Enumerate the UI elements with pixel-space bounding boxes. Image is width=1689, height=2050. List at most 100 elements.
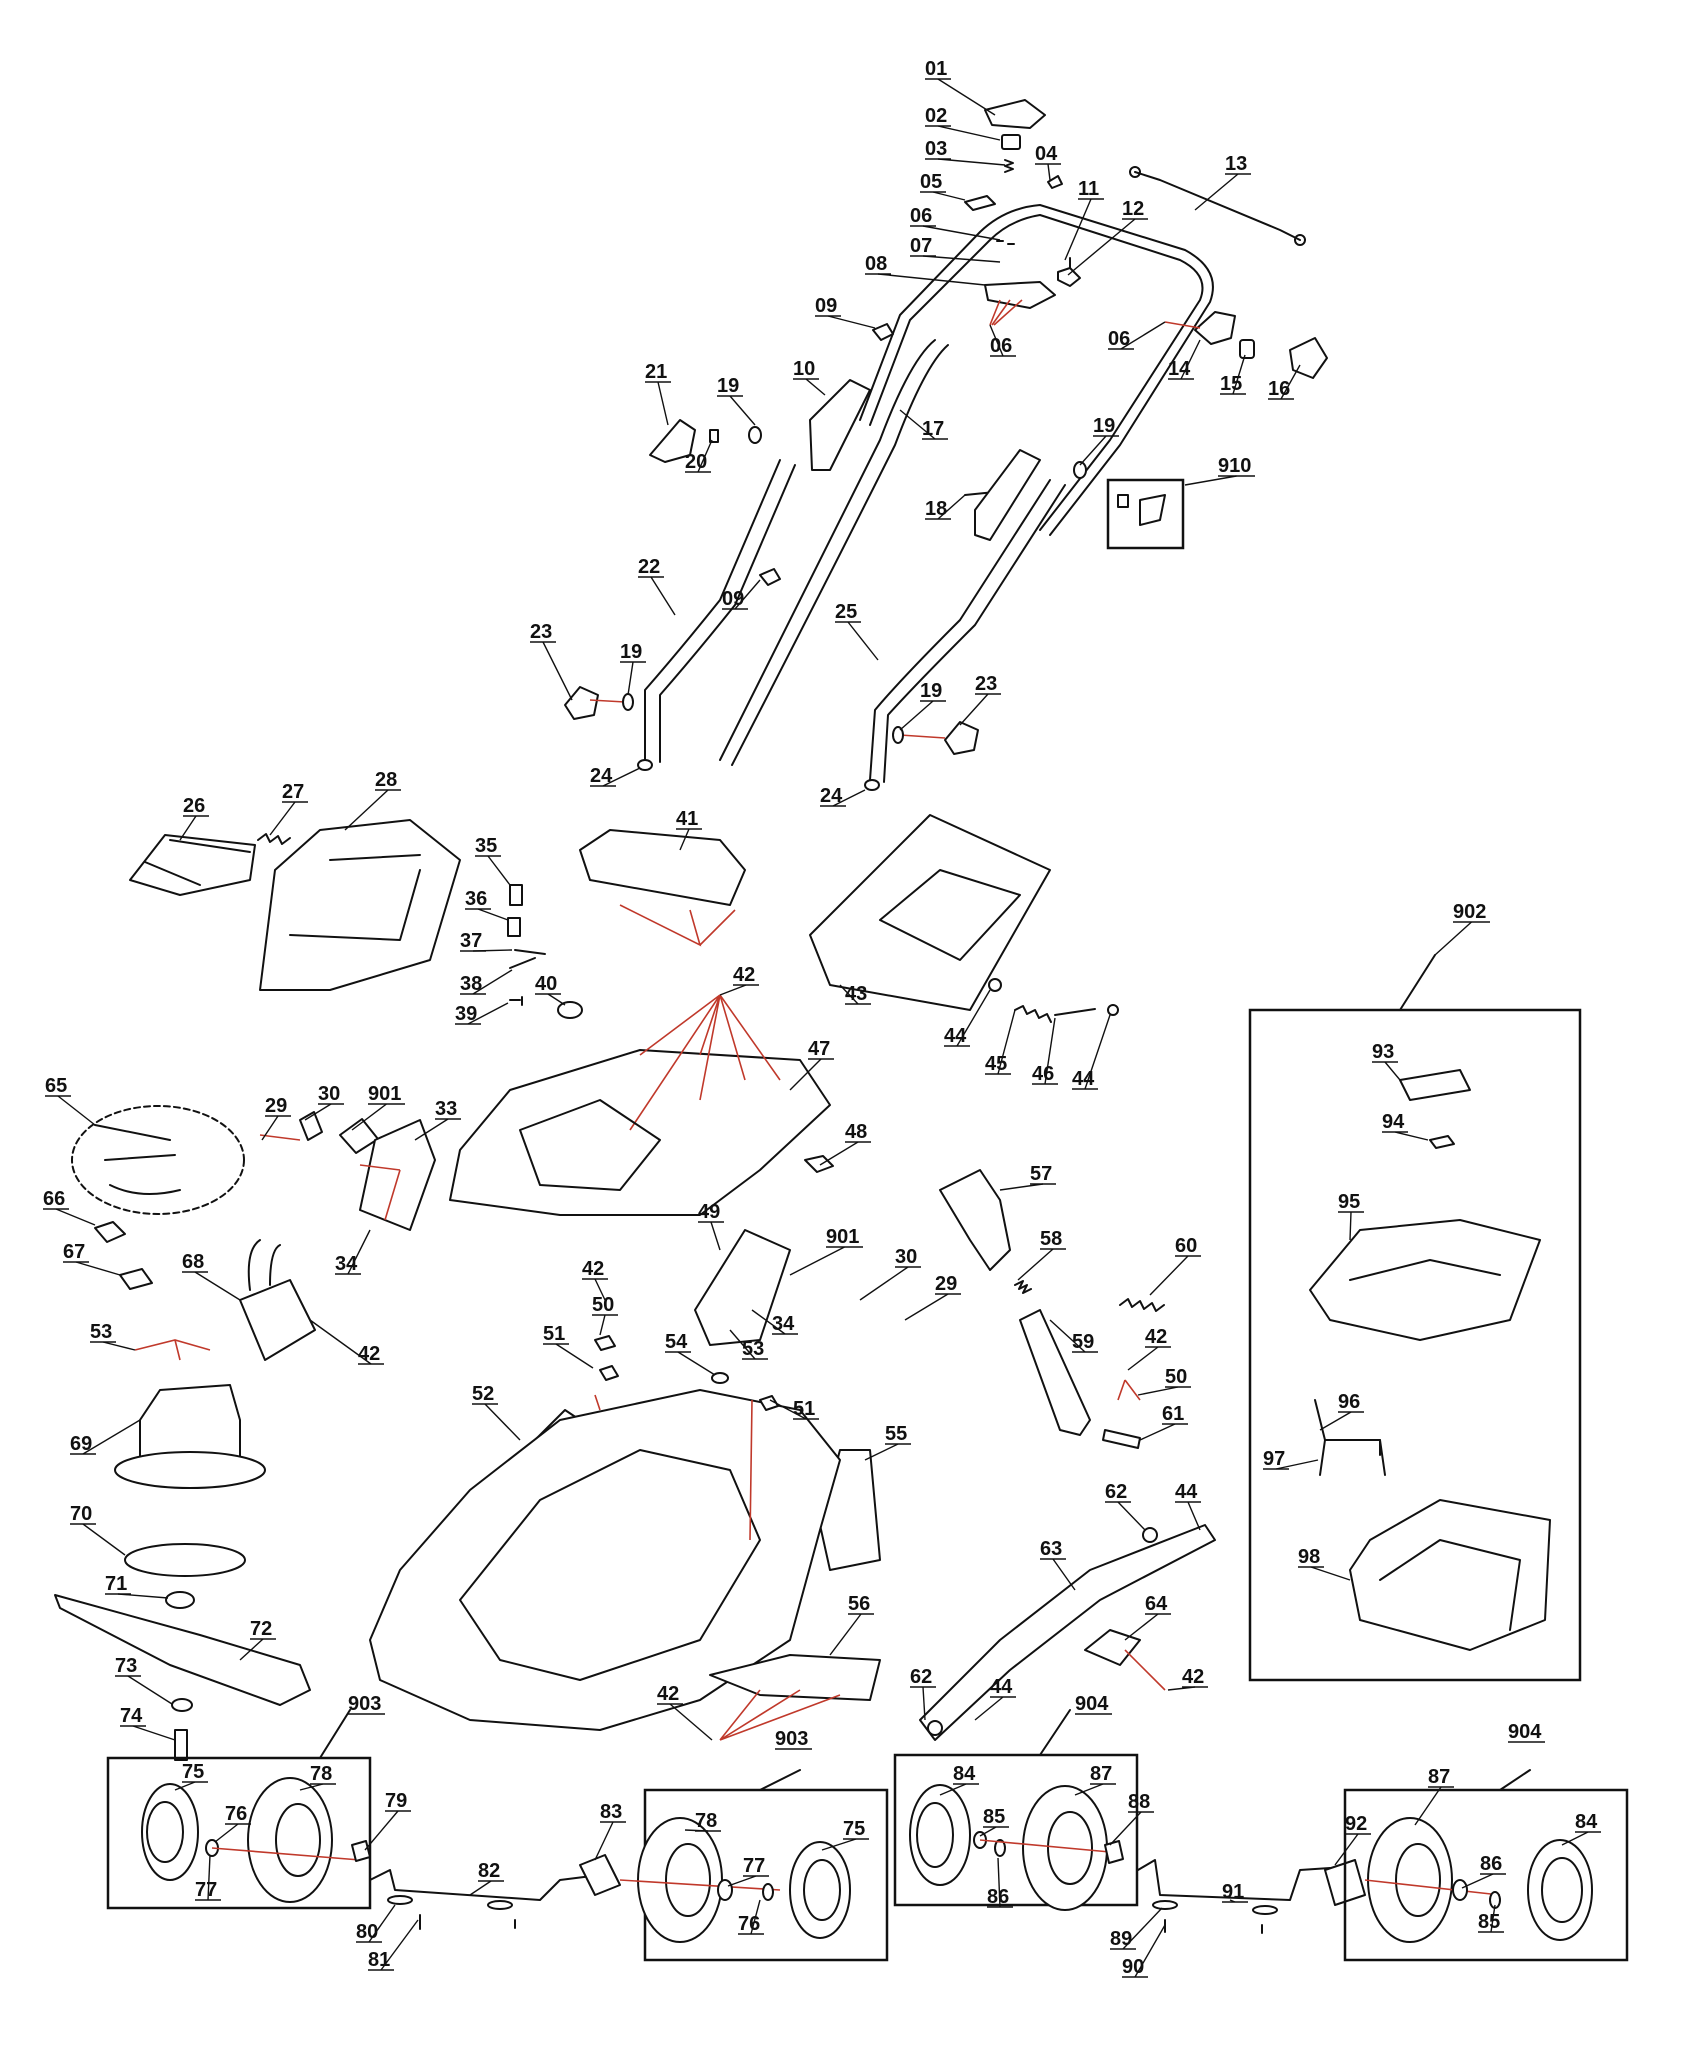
part-callout-93: 93 xyxy=(1372,1041,1394,1063)
part-callout-94: 94 xyxy=(1382,1111,1405,1133)
leader-line xyxy=(974,1696,1004,1721)
leader-line xyxy=(1044,1017,1056,1085)
part-callout-91: 91 xyxy=(1222,1881,1244,1903)
leader-line xyxy=(1117,1501,1146,1531)
leader-line xyxy=(937,125,1001,141)
part-callout-22: 22 xyxy=(638,556,660,578)
part-callout-27: 27 xyxy=(282,781,304,803)
part-callout-65: 65 xyxy=(45,1075,67,1097)
part-callout-73: 73 xyxy=(115,1655,137,1677)
part-callout-80: 80 xyxy=(356,1921,378,1943)
part-callout-84: 84 xyxy=(953,1763,976,1785)
part-callout-02: 02 xyxy=(925,105,947,127)
leader-line xyxy=(364,1810,399,1851)
part-callout-87: 87 xyxy=(1428,1766,1450,1788)
leader-line xyxy=(594,1278,606,1301)
part-callout-61: 61 xyxy=(1162,1403,1184,1425)
part-callout-06: 06 xyxy=(910,205,932,227)
leader-line xyxy=(347,1229,371,1275)
grass-bag-box-902 xyxy=(1248,954,1582,1682)
leader-line xyxy=(979,1826,997,1837)
part-callout-29: 29 xyxy=(265,1095,287,1117)
part-callout-42: 42 xyxy=(358,1343,380,1365)
part-callout-47: 47 xyxy=(808,1038,830,1060)
leader-line xyxy=(932,191,966,201)
leader-line xyxy=(1149,1255,1189,1296)
part-callout-97: 97 xyxy=(1263,1448,1285,1470)
part-callout-01: 01 xyxy=(925,58,947,80)
leader-line xyxy=(827,315,876,329)
part-callout-21: 21 xyxy=(645,361,667,383)
part-callout-13: 13 xyxy=(1225,153,1247,175)
part-callout-92: 92 xyxy=(1345,1813,1367,1835)
leader-line xyxy=(899,409,936,440)
leader-line xyxy=(677,1351,716,1376)
leader-line xyxy=(602,767,641,787)
part-callout-75: 75 xyxy=(843,1818,865,1840)
leader-line xyxy=(805,378,826,396)
leader-line xyxy=(472,969,513,995)
leader-line xyxy=(214,1823,239,1843)
part-callout-30: 30 xyxy=(318,1083,340,1105)
handle-assembly xyxy=(564,99,1328,791)
part-callout-86: 86 xyxy=(1480,1853,1502,1875)
part-callout-44: 44 xyxy=(990,1676,1013,1698)
leader-line xyxy=(75,1261,121,1276)
part-callout-43: 43 xyxy=(845,983,867,1005)
part-callout-59: 59 xyxy=(1072,1331,1094,1353)
leader-line xyxy=(922,1686,926,1721)
part-callout-05: 05 xyxy=(920,171,942,193)
part-callout-66: 66 xyxy=(43,1188,65,1210)
leader-line xyxy=(729,1329,756,1360)
part-callout-53: 53 xyxy=(90,1321,112,1343)
leader-line xyxy=(657,381,669,426)
leader-line xyxy=(832,789,866,807)
part-callout-33: 33 xyxy=(435,1098,457,1120)
leader-line xyxy=(999,1183,1044,1191)
part-callout-19: 19 xyxy=(1093,415,1115,437)
leader-line xyxy=(904,1293,949,1321)
part-callout-69: 69 xyxy=(70,1433,92,1455)
part-callout-53: 53 xyxy=(742,1338,764,1360)
part-callout-09: 09 xyxy=(722,588,744,610)
leader-line xyxy=(469,1880,492,1896)
part-callout-38: 38 xyxy=(460,973,482,995)
part-callout-36: 36 xyxy=(465,888,487,910)
part-callout-58: 58 xyxy=(1040,1228,1062,1250)
leader-line xyxy=(1394,1131,1429,1141)
leader-line xyxy=(239,1638,264,1661)
part-callout-19: 19 xyxy=(717,375,739,397)
deck-cover-assembly xyxy=(449,814,1119,1216)
leader-line xyxy=(414,1118,449,1141)
part-callout-78: 78 xyxy=(695,1810,717,1832)
leader-line xyxy=(727,1875,757,1887)
part-callout-39: 39 xyxy=(455,1003,477,1025)
part-callout-85: 85 xyxy=(1478,1911,1500,1933)
leader-line xyxy=(179,815,197,841)
leader-line xyxy=(679,828,690,851)
part-callout-29: 29 xyxy=(935,1273,957,1295)
leader-line xyxy=(207,1854,211,1901)
part-callout-12: 12 xyxy=(1122,198,1144,220)
part-callout-20: 20 xyxy=(685,451,707,473)
part-callout-51: 51 xyxy=(793,1398,815,1420)
part-callout-08: 08 xyxy=(865,253,887,275)
part-callout-28: 28 xyxy=(375,769,397,791)
leader-line xyxy=(57,1095,96,1126)
part-callout-84: 84 xyxy=(1575,1811,1598,1833)
leader-line xyxy=(627,661,634,696)
leader-line xyxy=(877,273,986,286)
leader-line xyxy=(899,700,934,731)
part-callout-78: 78 xyxy=(310,1763,332,1785)
part-callout-70: 70 xyxy=(70,1503,92,1525)
part-callout-81: 81 xyxy=(368,1949,390,1971)
part-callout-57: 57 xyxy=(1030,1163,1052,1185)
leader-line xyxy=(769,1399,807,1420)
part-callout-34: 34 xyxy=(772,1313,795,1335)
part-callout-40: 40 xyxy=(535,973,557,995)
part-callout-85: 85 xyxy=(983,1806,1005,1828)
leader-line xyxy=(719,984,747,996)
part-callout-54: 54 xyxy=(665,1331,688,1353)
